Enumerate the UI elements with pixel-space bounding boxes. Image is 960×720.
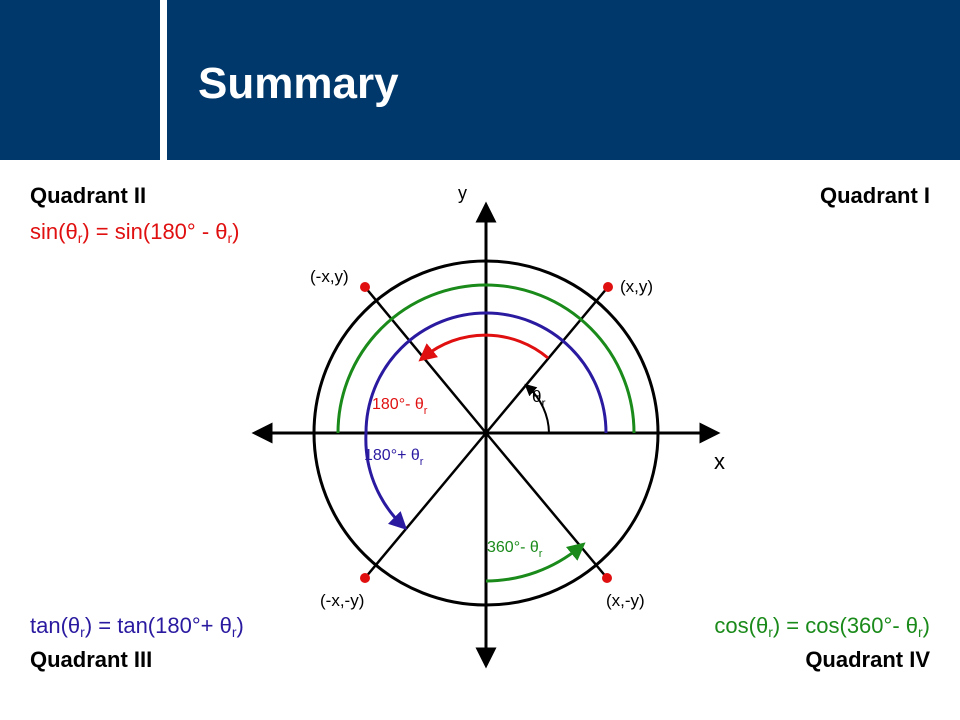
angle-label-360-minus: 360°- θr	[487, 539, 543, 560]
slide-title: Summary	[198, 59, 399, 108]
arc-180-minus	[418, 333, 549, 362]
blue-semicircle	[364, 311, 608, 434]
quadrant-i-label: Quadrant I	[819, 183, 930, 208]
angle-label-180-plus: 180°+ θr	[364, 447, 424, 468]
cos-identity-sub1: r	[768, 624, 773, 640]
sin-identity-suffix: )	[232, 219, 240, 244]
theta-arc	[524, 383, 550, 434]
arc-360-minus	[485, 542, 586, 583]
point-label-q1: (x,y)	[620, 277, 653, 296]
theta-label-main: θ	[532, 387, 541, 406]
x-axis-label: x	[714, 449, 725, 474]
point-label-q3: (-x,-y)	[320, 591, 364, 610]
green-semicircle	[336, 283, 636, 434]
sin-identity-sub2: r	[227, 230, 233, 246]
quadrant-iii-label: Quadrant III	[30, 647, 153, 672]
terminal-line-q4	[485, 432, 608, 579]
sin-identity-mid: ) = sin(180° - θ	[82, 219, 228, 244]
arc-180-plus	[364, 432, 408, 531]
cos-identity-suffix: )	[922, 613, 930, 638]
sin-identity-prefix: sin(θ	[30, 219, 78, 244]
tan-identity-sub2: r	[231, 624, 237, 640]
theta-label: θr	[532, 387, 545, 410]
cos-identity-sub2: r	[918, 624, 923, 640]
cos-identity-prefix: cos(θ	[714, 613, 769, 638]
point-label-q4: (x,-y)	[606, 591, 645, 610]
tan-identity: tan(θr) = tan(180°+ θr)	[30, 613, 244, 639]
tan-identity-suffix: )	[236, 613, 244, 638]
tan-identity-prefix: tan(θ	[30, 613, 81, 638]
point-q2	[360, 282, 370, 292]
tan-identity-sub1: r	[80, 624, 85, 640]
title-bar-divider	[160, 0, 167, 160]
cos-identity: cos(θr) = cos(360°- θr)	[714, 613, 930, 639]
sin-identity: sin(θr) = sin(180° - θr)	[30, 219, 240, 245]
angle-label-180-plus-sub: r	[420, 456, 424, 468]
quadrant-iv-label: Quadrant IV	[805, 647, 930, 672]
angle-label-180-minus: 180°- θr	[372, 396, 428, 417]
angle-label-180-minus-main: 180°- θ	[372, 396, 424, 413]
point-q3	[360, 573, 370, 583]
terminal-line-q3	[364, 432, 487, 579]
y-axis-label: y	[458, 183, 467, 203]
terminal-line-q1	[485, 286, 609, 434]
tan-identity-mid: ) = tan(180°+ θ	[84, 613, 232, 638]
point-q1	[603, 282, 613, 292]
angle-label-360-minus-sub: r	[539, 548, 543, 560]
angle-label-360-minus-main: 360°- θ	[487, 539, 539, 556]
point-q4	[602, 573, 612, 583]
cos-identity-mid: ) = cos(360°- θ	[772, 613, 918, 638]
point-label-q2: (-x,y)	[310, 267, 349, 286]
quadrant-ii-label: Quadrant II	[30, 183, 147, 208]
theta-label-sub: r	[541, 396, 545, 410]
angle-label-180-minus-sub: r	[424, 405, 428, 417]
angle-label-180-plus-main: 180°+ θ	[364, 447, 420, 464]
sin-identity-sub1: r	[77, 230, 83, 246]
